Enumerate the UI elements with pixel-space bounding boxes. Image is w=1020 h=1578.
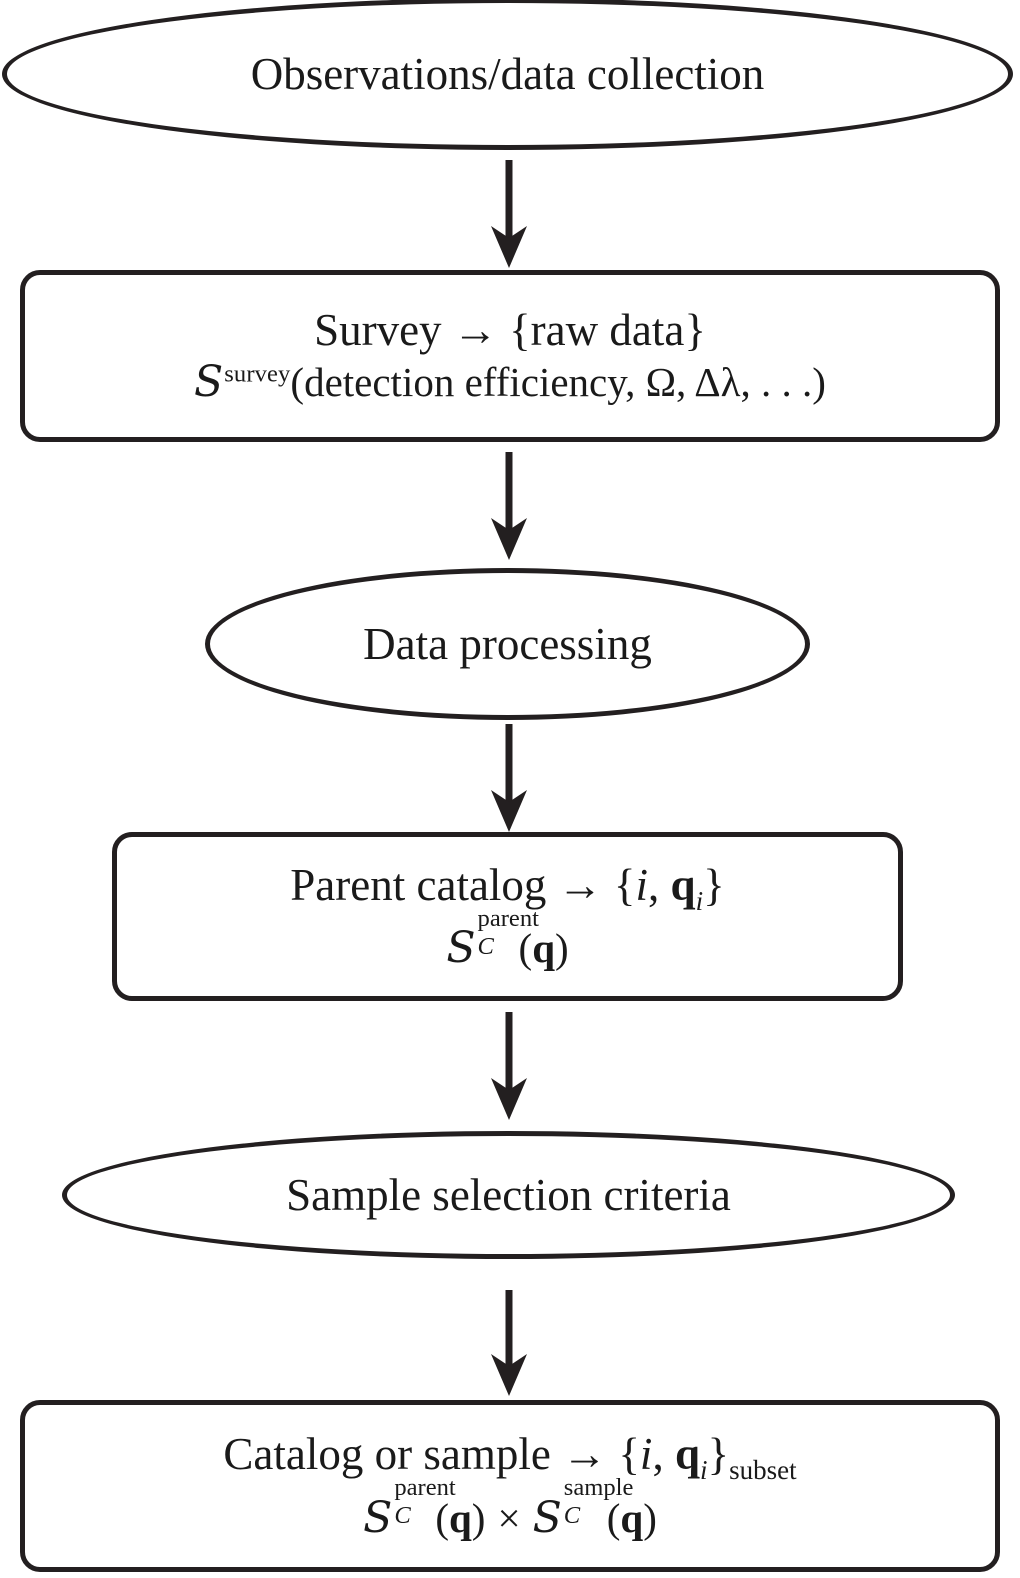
node-survey-line1: Survey → {raw data} — [314, 304, 706, 355]
node-sample-selection: Sample selection criteria — [62, 1131, 955, 1259]
comma: , — [648, 859, 671, 910]
index-symbol: i — [635, 859, 649, 910]
node-survey-line1-post: {raw data} — [497, 304, 706, 355]
selection-function-symbol: S — [446, 923, 476, 974]
paren-close: ) — [555, 925, 569, 972]
brace-open: { — [602, 859, 636, 910]
paren-open: ( — [435, 1494, 449, 1541]
node-survey-line1-pre: Survey — [314, 304, 453, 355]
vector-q-symbol: q — [532, 925, 555, 972]
arrow-parent-catalog-to-sample-selection — [491, 1012, 527, 1120]
selection-function-superscript-parent: parent — [394, 1474, 456, 1502]
arrow-sample-selection-to-catalog-or-sample — [491, 1290, 527, 1396]
selection-function-symbol-sample: S — [532, 1492, 562, 1543]
brace-close: } — [707, 1429, 730, 1480]
selection-function-superscript-sample: sample — [563, 1474, 634, 1502]
vector-q-symbol: q — [670, 859, 696, 910]
node-survey-line2-rest: (detection efficiency, Ω, Δλ, . . .) — [290, 359, 826, 406]
vector-q-subscript: i — [699, 1455, 708, 1486]
node-catalog-or-sample-line1: Catalog or sample → {i, qi}subset — [223, 1429, 797, 1486]
subset-subscript: subset — [729, 1455, 797, 1486]
selection-function-superscript: parent — [477, 904, 539, 932]
arrow-data-processing-to-parent-catalog — [491, 724, 527, 832]
paren-close: ) — [471, 1494, 486, 1541]
selection-function-subscript-sample: C — [563, 1502, 581, 1529]
node-survey-line2: Ssurvey(detection efficiency, Ω, Δλ, . .… — [194, 360, 826, 405]
selection-function-symbol: S — [194, 357, 224, 408]
node-parent-catalog-line1-pre: Parent catalog — [290, 859, 558, 910]
node-observations: Observations/data collection — [2, 0, 1013, 150]
node-sample-selection-label: Sample selection criteria — [286, 1169, 731, 1220]
node-catalog-or-sample-line1-pre: Catalog or sample — [223, 1429, 563, 1480]
paren-open: ( — [518, 925, 533, 972]
arrow-glyph: → — [557, 859, 603, 910]
node-parent-catalog-line1: Parent catalog → {i, qi} — [290, 859, 725, 916]
vector-q-symbol: q — [448, 1494, 472, 1541]
selection-function-superscript: survey — [224, 360, 291, 388]
selection-function-subscript: C — [477, 932, 494, 960]
selection-function-symbol-parent: S — [363, 1492, 393, 1543]
node-survey: Survey → {raw data} Ssurvey(detection ef… — [20, 270, 1000, 442]
paren-open: ( — [606, 1494, 621, 1541]
arrow-observations-to-survey — [491, 160, 527, 268]
brace-close: } — [703, 859, 725, 910]
index-symbol: i — [639, 1429, 653, 1480]
arrow-glyph: → — [452, 304, 498, 355]
selection-function-subscript-parent: C — [394, 1502, 411, 1529]
vector-q-symbol: q — [620, 1494, 644, 1541]
node-observations-label: Observations/data collection — [250, 48, 765, 99]
vector-q-symbol: q — [674, 1429, 700, 1480]
brace-open: { — [607, 1429, 640, 1480]
times-glyph: × — [497, 1494, 521, 1541]
node-data-processing-label: Data processing — [363, 618, 652, 669]
vector-q-subscript: i — [695, 885, 704, 916]
node-data-processing: Data processing — [205, 568, 810, 720]
paren-close: ) — [643, 1494, 657, 1541]
arrow-survey-to-data-processing — [491, 452, 527, 560]
comma: , — [652, 1429, 675, 1480]
arrow-glyph: → — [562, 1429, 608, 1480]
